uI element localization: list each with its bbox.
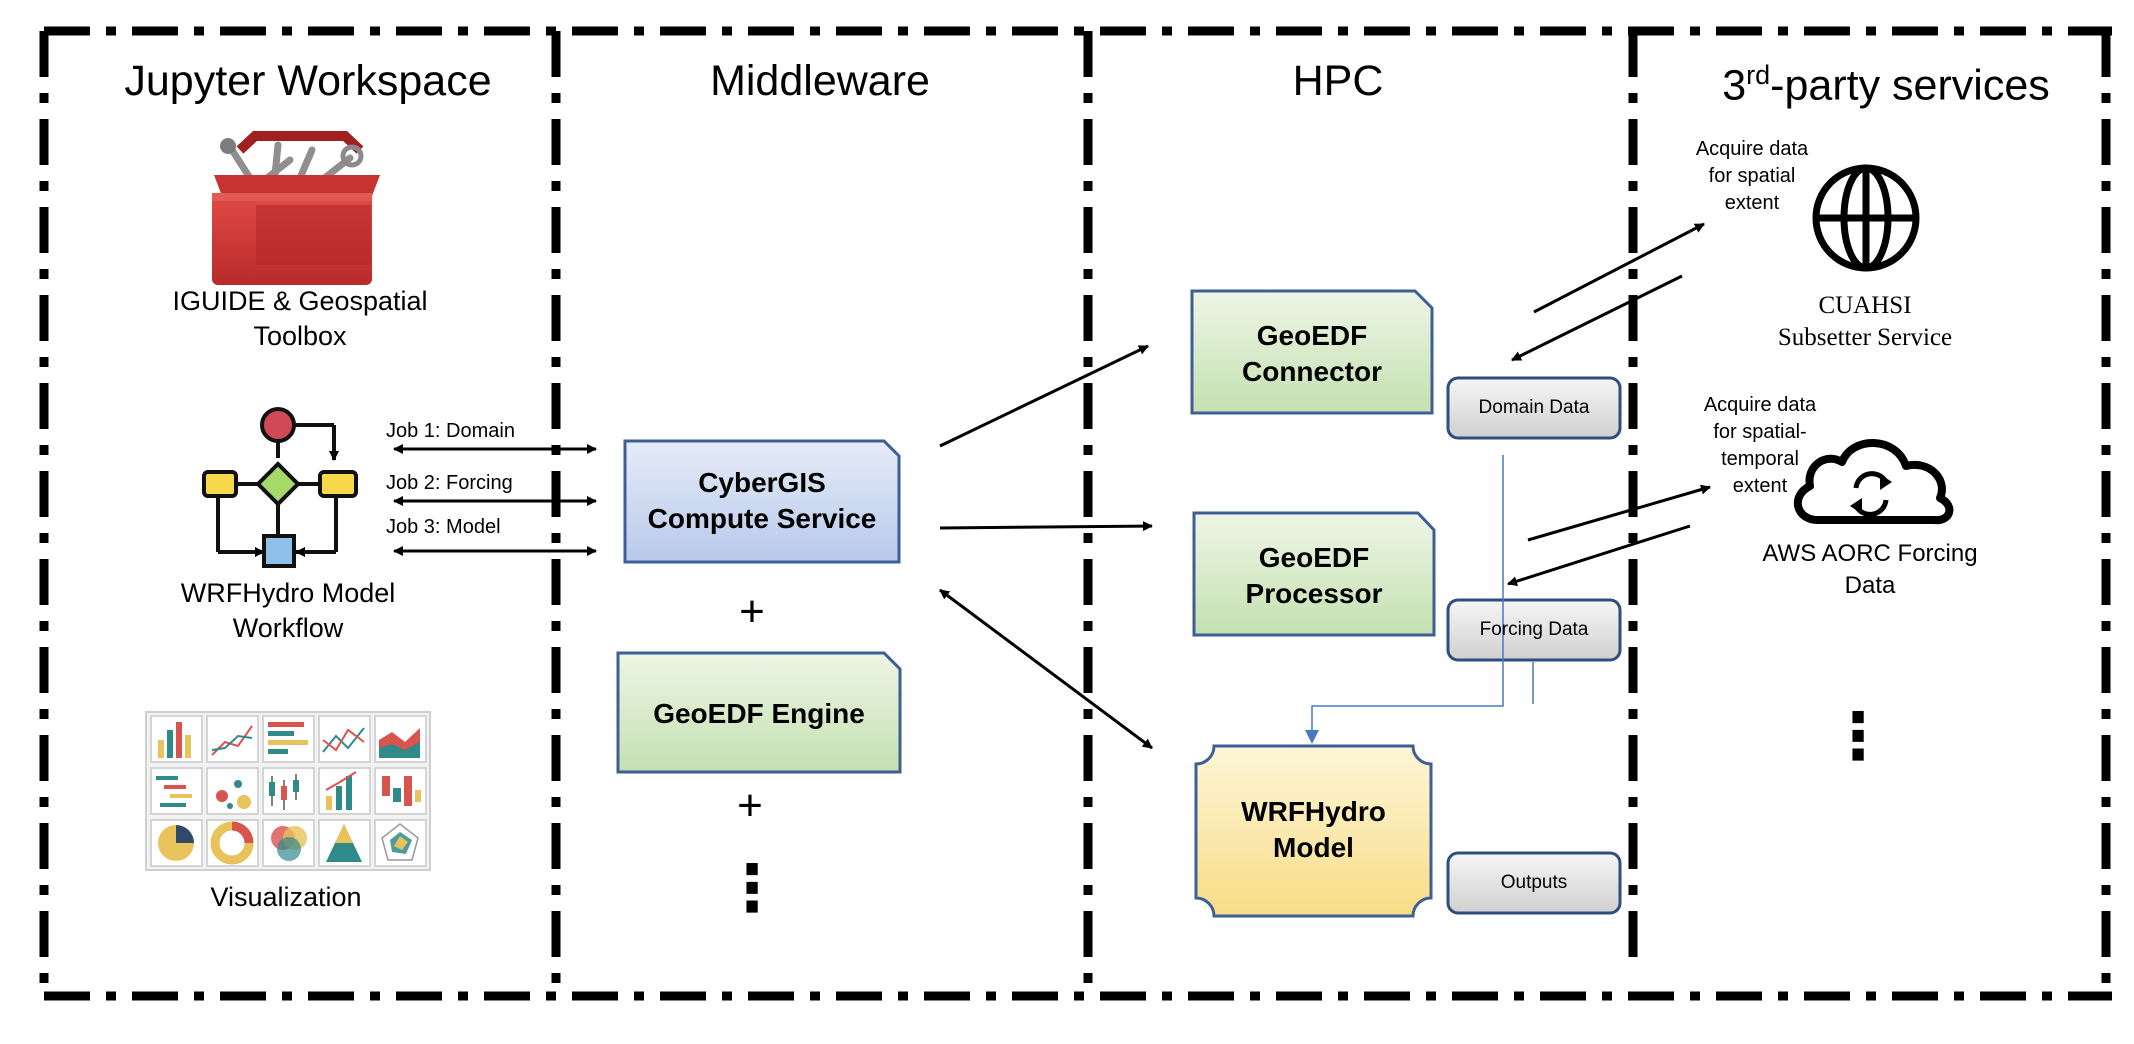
job-3-label: Job 3: Model	[386, 516, 501, 538]
cuahsi-line1: CUAHSI	[1818, 292, 1912, 319]
job-2-label: Job 2: Forcing	[386, 472, 513, 494]
cloud-sync-icon	[1793, 439, 1954, 525]
acquire-spatial-line1: Acquire data	[1695, 138, 1809, 160]
workflow-icon	[202, 407, 358, 568]
workflow-caption-line2: Workflow	[232, 613, 344, 643]
middleware-ellipsis: ⋮	[720, 852, 784, 924]
geoedf-processor-line1: GeoEDF	[1258, 542, 1370, 573]
cuahsi-label: CUAHSI Subsetter Service	[1730, 290, 2000, 354]
outputs-label: Outputs	[1500, 872, 1568, 893]
job-1-label: Job 1: Domain	[386, 420, 515, 442]
wrfhydro-model-line2: Model	[1273, 832, 1354, 863]
aws-aorc-label: AWS AORC Forcing Data	[1740, 538, 2000, 602]
third-party-rest: -party services	[1770, 61, 2050, 110]
acquire-spatial-label: Acquire data for spatial extent	[1672, 136, 1832, 217]
hpc-arrows	[939, 344, 1153, 750]
jupyter-heading: Jupyter Workspace	[124, 57, 492, 105]
toolbox-caption-line1: IGUIDE & Geospatial	[172, 286, 428, 316]
cybergis-compute-label: CyberGIS Compute Service	[625, 465, 899, 537]
plus-sign-2: +	[737, 781, 763, 830]
third-party-base: 3	[1722, 61, 1747, 110]
middleware-heading: Middleware	[710, 57, 930, 105]
globe-icon	[1812, 164, 1920, 272]
visualization-caption: Visualization	[210, 882, 362, 912]
data-flow-lines	[1305, 455, 1534, 744]
aws-aorc-line2: Data	[1844, 572, 1896, 599]
geoedf-engine-label: GeoEDF Engine	[653, 698, 865, 729]
geoedf-connector-line2: Connector	[1242, 356, 1382, 387]
geoedf-processor-box	[1192, 511, 1436, 637]
geoedf-processor-label: GeoEDF Processor	[1194, 540, 1434, 612]
toolbox-caption: IGUIDE & Geospatial Toolbox	[120, 284, 480, 354]
job-arrows	[393, 444, 597, 556]
toolbox-caption-line2: Toolbox	[253, 321, 347, 351]
outer-frame	[39, 26, 2112, 1001]
acquire-spatial-line3: extent	[1724, 192, 1780, 214]
geoedf-connector-line1: GeoEDF	[1256, 320, 1368, 351]
chart-grid-icon	[145, 711, 431, 871]
plus-sign-1: +	[739, 587, 765, 636]
outputs-box	[1446, 851, 1622, 915]
geoedf-engine-box	[616, 651, 902, 774]
third-party-arrows	[1507, 222, 1711, 587]
forcing-data-box	[1446, 598, 1622, 662]
cybergis-compute-line2: Compute Service	[647, 503, 877, 534]
workflow-caption: WRFHydro Model Workflow	[128, 576, 448, 646]
acquire-spatial-line2: for spatial	[1708, 165, 1796, 187]
domain-data-box	[1446, 376, 1622, 440]
acquire-spatiotemporal-line4: extent	[1732, 475, 1788, 497]
third-party-sup: rd	[1746, 60, 1771, 90]
cybergis-compute-box	[623, 439, 901, 564]
forcing-data-label: Forcing Data	[1479, 619, 1589, 640]
acquire-spatiotemporal-line1: Acquire data	[1703, 394, 1817, 416]
section-dividers	[551, 31, 1638, 996]
wrfhydro-model-line1: WRFHydro	[1241, 796, 1386, 827]
domain-data-label: Domain Data	[1478, 397, 1590, 418]
cybergis-compute-line1: CyberGIS	[698, 467, 826, 498]
geoedf-connector-box	[1190, 289, 1434, 415]
acquire-spatiotemporal-label: Acquire data for spatial- temporal exten…	[1680, 392, 1840, 500]
geoedf-processor-line2: Processor	[1245, 578, 1383, 609]
aws-aorc-line1: AWS AORC Forcing	[1762, 540, 1978, 567]
acquire-spatiotemporal-line2: for spatial-	[1713, 421, 1807, 443]
workflow-caption-line1: WRFHydro Model	[180, 578, 396, 608]
toolbox-icon	[212, 131, 380, 285]
acquire-spatiotemporal-line3: temporal	[1721, 448, 1799, 470]
hpc-heading: HPC	[1292, 57, 1384, 105]
cuahsi-line2: Subsetter Service	[1777, 324, 1953, 351]
third-party-ellipsis: ⋮	[1826, 700, 1890, 772]
third-party-heading: 3rd-party services	[1676, 50, 2096, 110]
wrfhydro-model-label: WRFHydro Model	[1196, 794, 1431, 866]
wrfhydro-model-box	[1194, 744, 1433, 918]
geoedf-connector-label: GeoEDF Connector	[1192, 318, 1432, 390]
